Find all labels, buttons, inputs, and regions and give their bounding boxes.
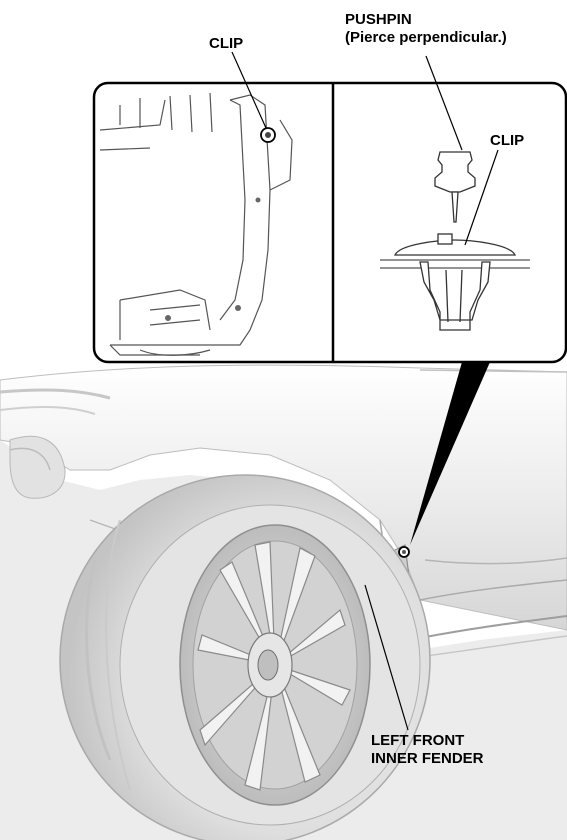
pushpin-label: PUSHPIN [345,11,412,28]
inset-frame [92,81,567,364]
pushpin-part [434,151,476,223]
clip-part [380,233,530,331]
fender-label-line2: INNER FENDER [371,750,484,767]
clip-label-left: CLIP [209,35,244,52]
fender-label-line1: LEFT FRONT [371,732,465,749]
bracket-detail [99,92,293,356]
wheel [179,524,371,806]
leader-lines [231,51,499,731]
pushpin-note: (Pierce perpendicular.) [345,29,507,46]
callout-wedge [410,362,490,545]
clip-label-right: CLIP [490,132,525,149]
